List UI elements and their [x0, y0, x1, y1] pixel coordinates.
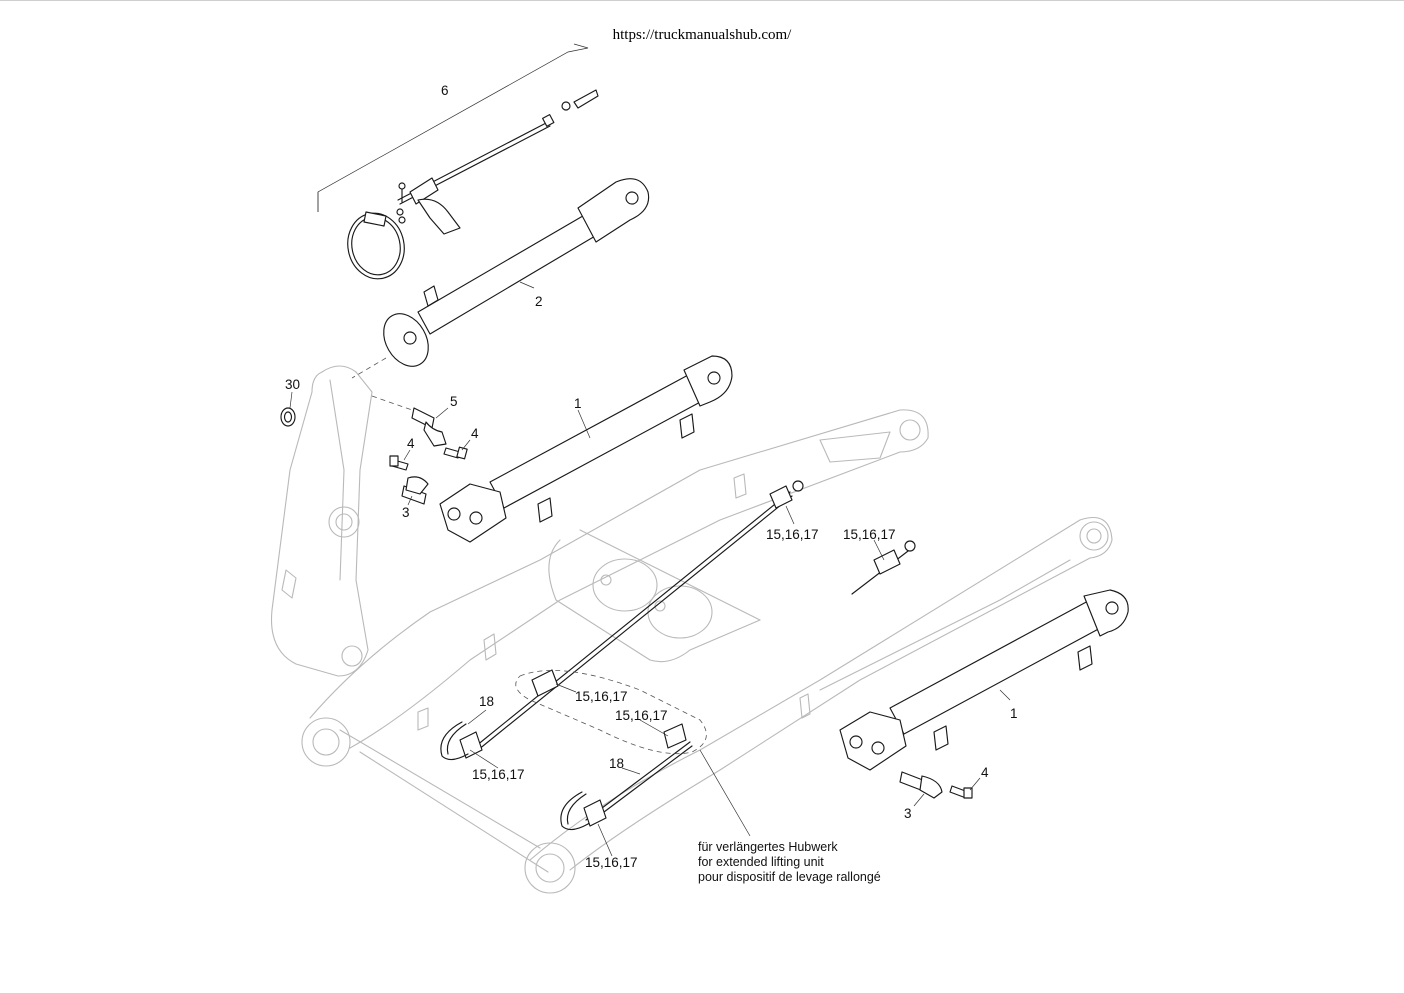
callout-4-lower[interactable]: 4 [981, 765, 989, 780]
source-url[interactable]: https://truckmanualshub.com/ [612, 27, 792, 43]
callout-6[interactable]: 6 [441, 83, 449, 98]
lift-cylinder-1-upper[interactable] [439, 355, 733, 543]
bolt-4-lower[interactable] [949, 785, 973, 799]
callout-1-lower[interactable]: 1 [1010, 706, 1018, 721]
pin-axis-line [371, 395, 413, 411]
callout-18-a[interactable]: 18 [479, 694, 494, 709]
u-bolt-18-b[interactable] [560, 791, 589, 831]
callout-15-16-17-c[interactable]: 15,16,17 [575, 689, 628, 704]
callout-4-a[interactable]: 4 [471, 426, 479, 441]
callout-18-b[interactable]: 18 [609, 756, 624, 771]
extended-lift-unit-boundary [515, 670, 707, 755]
callout-leaders [289, 281, 1011, 857]
note-french: pour dispositif de levage rallongé [698, 870, 881, 884]
lift-cylinder-1-lower[interactable] [839, 589, 1129, 771]
pipe-clamp-c[interactable] [459, 731, 483, 759]
pin-3-upper[interactable] [401, 476, 429, 505]
page-top-rule [0, 0, 1404, 1]
pin-5[interactable] [411, 407, 447, 447]
seal-ring-30[interactable] [280, 407, 296, 427]
cyl2-axis-line [351, 357, 387, 379]
callout-2[interactable]: 2 [535, 294, 543, 309]
bolt-4-b[interactable] [389, 455, 409, 471]
callout-15-16-17-d[interactable]: 15,16,17 [615, 708, 668, 723]
callout-15-16-17-e[interactable]: 15,16,17 [472, 767, 525, 782]
pin-3-lower[interactable] [899, 771, 943, 799]
callout-15-16-17-a[interactable]: 15,16,17 [766, 527, 819, 542]
callout-3-upper[interactable]: 3 [402, 505, 410, 520]
bolt-4-a[interactable] [443, 446, 468, 460]
clamp-kit-6[interactable] [342, 89, 599, 284]
u-bolt-18-a[interactable] [440, 721, 469, 761]
hose-pipe-upper[interactable] [475, 480, 804, 751]
lift-frame-outline [270, 365, 1113, 894]
callout-1-upper[interactable]: 1 [574, 396, 582, 411]
callout-5[interactable]: 5 [450, 394, 458, 409]
tilt-cylinder-2[interactable] [375, 178, 650, 375]
kit-6-bracket [317, 43, 589, 212]
callout-4-b[interactable]: 4 [407, 436, 415, 451]
callout-3-lower[interactable]: 3 [904, 806, 912, 821]
callout-15-16-17-b[interactable]: 15,16,17 [843, 527, 896, 542]
hose-pipe-right[interactable] [851, 540, 916, 595]
note-german: für verlängertes Hubwerk [698, 840, 838, 854]
note-english: for extended lifting unit [698, 855, 824, 869]
pipe-clamp-d[interactable] [583, 799, 607, 827]
callout-30[interactable]: 30 [285, 377, 300, 392]
pipe-clamp-b[interactable] [663, 723, 687, 749]
hose-pipe-lower[interactable] [585, 741, 693, 825]
pipe-clamp-a[interactable] [531, 669, 559, 697]
callout-15-16-17-f[interactable]: 15,16,17 [585, 855, 638, 870]
